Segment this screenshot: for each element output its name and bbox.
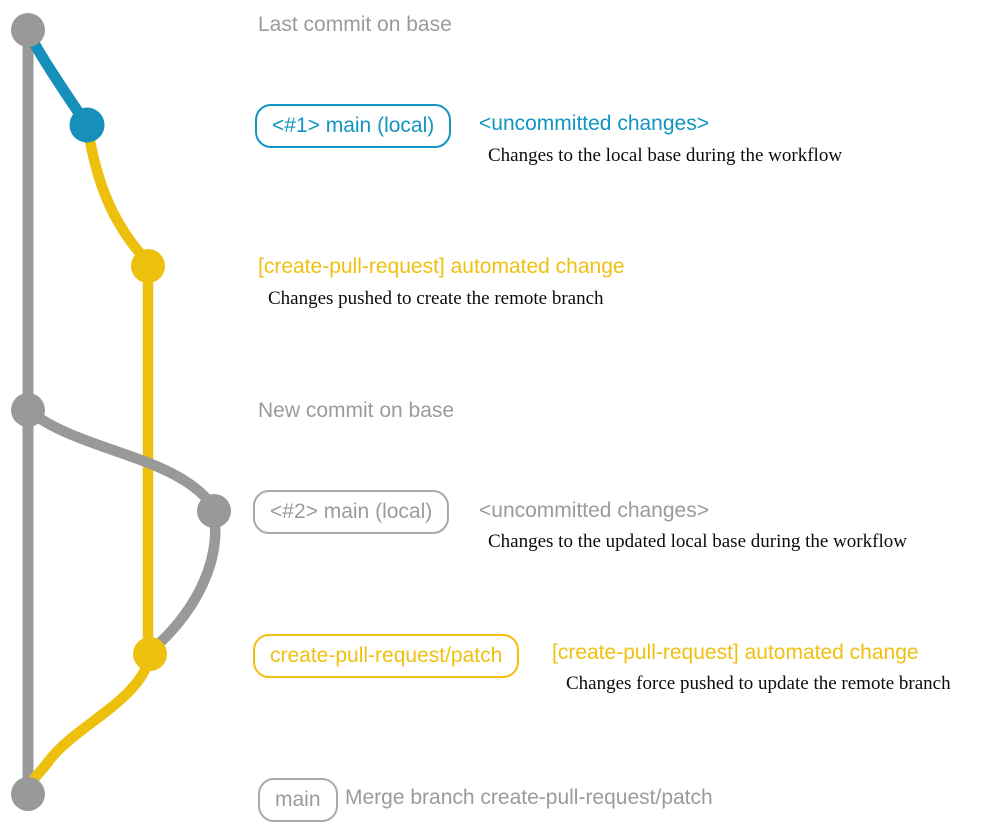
- branch1-main-local-tag: <#1> main (local): [255, 104, 452, 148]
- branch2-main-local-tag: <#2> main (local): [253, 490, 450, 534]
- push1-title: [create-pull-request] automated change: [258, 255, 625, 278]
- commit-dot-automated-change-2: [133, 637, 167, 671]
- push1-note: Changes pushed to create the remote bran…: [268, 288, 604, 309]
- commit-dot-merge: [11, 777, 45, 811]
- patch-branch-tag: create-pull-request/patch: [253, 634, 520, 678]
- local-main-2-branch-curve: [24, 405, 217, 509]
- commit-dot-uncommitted-changes-2: [197, 494, 231, 528]
- main-branch-tag: main: [258, 778, 338, 822]
- commit-dot-last-commit-on-base: [11, 13, 45, 47]
- merge-note: Merge branch create-pull-request/patch: [345, 786, 713, 809]
- new-commit-label: New commit on base: [258, 399, 455, 422]
- commit-dot-new-commit-on-base: [11, 393, 45, 427]
- commit-dot-automated-change-1: [131, 249, 165, 283]
- branch1-status-label: <uncommitted changes>: [479, 112, 709, 135]
- branch2-status-label: <uncommitted changes>: [479, 499, 709, 522]
- branch1-note: Changes to the local base during the wor…: [488, 145, 843, 166]
- push2-title: [create-pull-request] automated change: [552, 641, 919, 664]
- local-main-2-to-patch-curve: [148, 511, 221, 654]
- commit-dot-uncommitted-changes-1: [69, 107, 105, 143]
- push2-note: Changes force pushed to update the remot…: [566, 673, 951, 694]
- patch-branch-merge-curve: [22, 653, 156, 794]
- last-commit-label: Last commit on base: [258, 13, 452, 36]
- branch2-note: Changes to the updated local base during…: [488, 531, 907, 552]
- patch-branch-curve-top: [81, 124, 152, 266]
